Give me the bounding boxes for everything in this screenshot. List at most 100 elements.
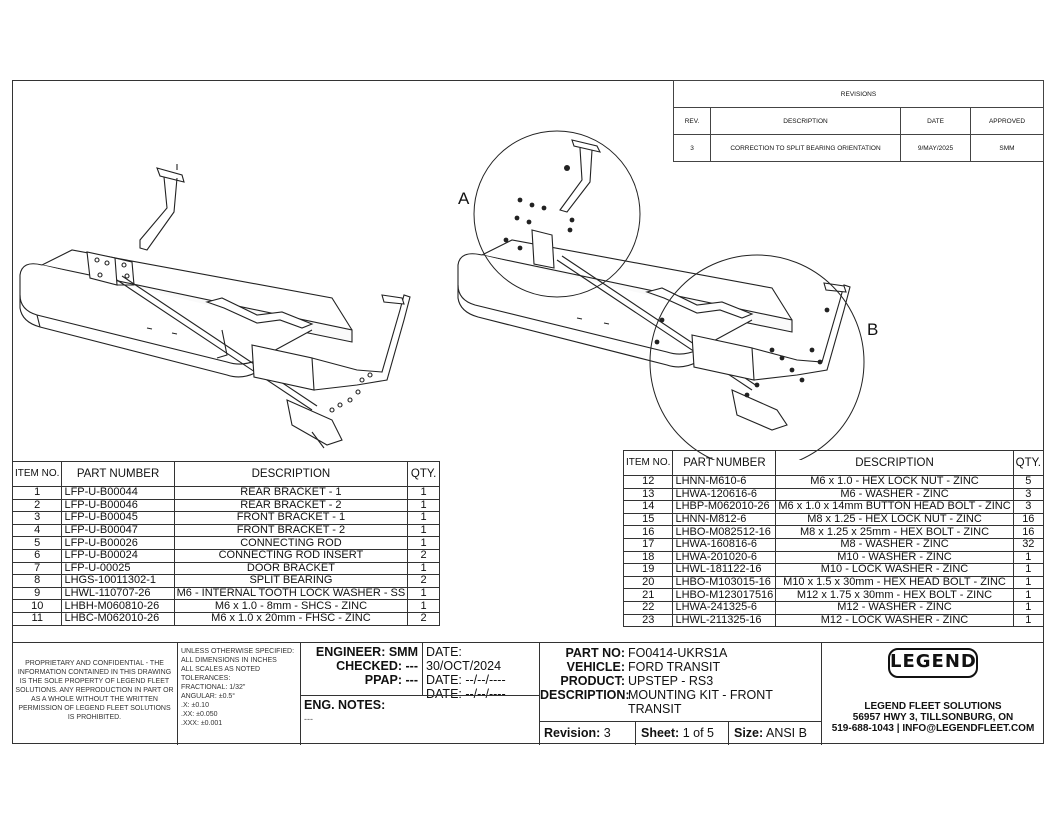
bom-description: M12 - WASHER - ZINC	[775, 600, 1014, 615]
rev-approved: SMM	[970, 134, 1044, 162]
rev-date: 9/MAY/2025	[900, 134, 971, 162]
bom-description: M10 - LOCK WASHER - ZINC	[775, 563, 1014, 577]
eng-notes: ENG. NOTES: ---	[300, 695, 539, 745]
signoff-names: ENGINEER: SMM CHECKED: --- PPAP: ---	[300, 643, 422, 695]
tolerance-line: .XX: ±0.050	[181, 711, 218, 718]
eng-notes-value: ---	[304, 714, 313, 724]
rev-header-rev: REV.	[673, 107, 711, 135]
bom-part-number: LHNN-M610-6	[672, 475, 777, 489]
bom-header-part: PART NUMBER	[672, 450, 777, 476]
bom-item-no: 15	[622, 512, 674, 527]
sheet-value: 1 of 5	[682, 726, 714, 740]
vehicle-value: FORD TRANSIT	[628, 660, 721, 674]
bom-qty: 1	[1012, 588, 1045, 602]
bom-qty: 1	[407, 523, 440, 538]
rev-description: CORRECTION TO SPLIT BEARING ORIENTATION	[710, 134, 901, 162]
bom-qty: 2	[407, 548, 440, 563]
bom-description: REAR BRACKET - 1	[173, 486, 409, 500]
vehicle-label: VEHICLE:	[566, 660, 625, 674]
bom-description: FRONT BRACKET - 2	[173, 523, 409, 538]
bom-header-description: DESCRIPTION	[173, 461, 409, 487]
company-contact: 519-688-1043 | INFO@LEGENDFLEET.COM	[831, 723, 1035, 734]
ppap-label: PPAP: ---	[364, 673, 418, 687]
bom-item-no: 16	[622, 525, 674, 539]
part-no-value: FO0414-UKRS1A	[628, 646, 728, 660]
tolerance-line: .XXX: ±0.001	[181, 720, 223, 727]
bom-header-description: DESCRIPTION	[775, 450, 1014, 476]
bom-part-number: LHWL-211325-16	[672, 613, 777, 628]
isometric-drawing: A B	[19, 130, 878, 460]
bom-description: M12 - LOCK WASHER - ZINC	[775, 613, 1014, 628]
rev-number: 3	[673, 134, 711, 162]
bom-table-right: ITEM NO. PART NUMBER DESCRIPTION QTY. 12…	[622, 450, 1045, 628]
left-assembly-view	[19, 164, 411, 449]
bom-item-no: 4	[11, 523, 63, 538]
bom-qty: 1	[1012, 613, 1045, 628]
bom-part-number: LFP-U-00025	[61, 561, 175, 576]
bom-item-no: 9	[11, 586, 63, 601]
legend-logo: LEGEND	[888, 648, 978, 678]
sheet-cell: Sheet: 1 of 5	[635, 721, 728, 745]
bom-description: M8 x 1.25 x 25mm - HEX BOLT - ZINC	[775, 525, 1014, 539]
proprietary-notice: PROPRIETARY AND CONFIDENTIAL - THE INFOR…	[15, 660, 174, 721]
tolerance-line: FRACTIONAL: 1/32"	[181, 684, 246, 691]
bom-description: FRONT BRACKET - 1	[173, 511, 409, 525]
bom-part-number: LFP-U-B00046	[61, 498, 175, 513]
tolerance-notes: UNLESS OTHERWISE SPECIFIED: ALL DIMENSIO…	[177, 643, 300, 745]
bom-part-number: LHNN-M812-6	[672, 512, 777, 527]
bom-part-number: LFP-U-B00047	[61, 523, 175, 538]
signoff-dates: DATE: 30/OCT/2024 DATE: --/--/---- DATE:…	[422, 643, 539, 701]
size-cell: Size: ANSI B	[728, 721, 821, 745]
detail-circle-b	[649, 254, 865, 460]
company-name: LEGEND FLEET SOLUTIONS	[864, 701, 1002, 712]
bom-description: CONNECTING ROD	[173, 536, 409, 550]
part-no-label: PART NO:	[565, 646, 626, 660]
bom-item-no: 10	[11, 599, 63, 613]
tolerance-line: ALL SCALES AS NOTED	[181, 666, 261, 673]
bom-description: M12 x 1.75 x 30mm - HEX BOLT - ZINC	[775, 588, 1014, 602]
bom-qty: 16	[1012, 512, 1045, 527]
bom-item-no: 14	[622, 500, 674, 514]
company-address: 56957 HWY 3, TILLSONBURG, ON	[852, 712, 1014, 723]
bom-description: M6 x 1.0 - HEX LOCK NUT - ZINC	[775, 475, 1014, 489]
bom-part-number: LHBC-M062010-26	[61, 611, 175, 626]
bom-item-no: 21	[622, 588, 674, 602]
bom-part-number: LHWA-241325-6	[672, 600, 777, 615]
engineer-date: DATE: 30/OCT/2024	[426, 645, 502, 673]
product-value: UPSTEP - RS3	[628, 674, 714, 688]
bom-description: M8 x 1.25 - HEX LOCK NUT - ZINC	[775, 512, 1014, 527]
right-assembly-view	[457, 130, 865, 460]
bom-part-number: LFP-U-B00026	[61, 536, 175, 550]
bom-part-number: LHBP-M062010-26	[672, 500, 777, 514]
bom-qty: 2	[407, 611, 440, 626]
bom-qty: 32	[1012, 537, 1045, 552]
ppap-date: DATE: --/--/----	[426, 687, 506, 701]
drawing-border	[12, 80, 1044, 744]
bom-description: M6 - WASHER - ZINC	[775, 487, 1014, 502]
bom-item-no: 17	[622, 537, 674, 552]
bom-qty: 1	[407, 498, 440, 513]
bom-item-no: 8	[11, 574, 63, 588]
revision-cell: Revision: 3	[539, 721, 635, 745]
bom-qty: 1	[407, 486, 440, 500]
checked-date: DATE: --/--/----	[426, 673, 506, 687]
checked-label: CHECKED: ---	[336, 659, 418, 673]
